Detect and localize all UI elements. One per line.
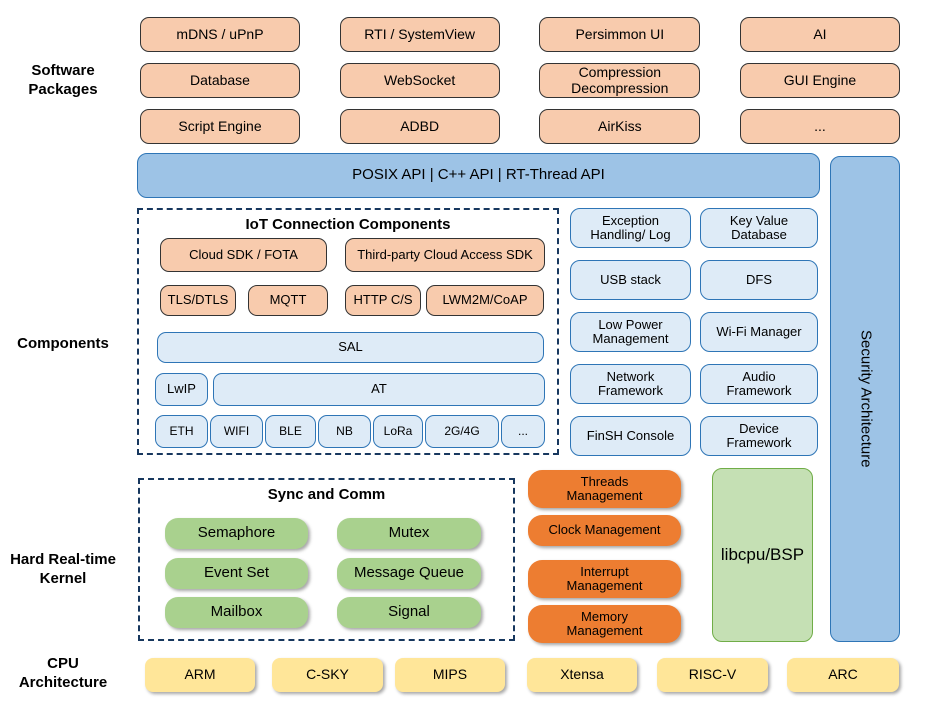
component-device-framework: Device Framework [700, 416, 818, 456]
package-box: ADBD [339, 109, 500, 144]
api-bar: POSIX API | C++ API | RT-Thread API [137, 153, 820, 198]
package-box: GUI Engine [739, 63, 900, 98]
package-box: Database [140, 63, 300, 98]
component-network-framework: Network Framework [570, 364, 691, 404]
cpu-mips-box: MIPS [395, 658, 505, 692]
iot-connection-components-box: IoT Connection Components Cloud SDK / FO… [137, 208, 559, 455]
sync-and-comm-box: Sync and Comm Semaphore Mutex Event Set … [138, 478, 515, 641]
lwip-box: LwIP [155, 373, 208, 406]
cpu-xtensa-box: Xtensa [527, 658, 637, 692]
link-eth-box: ETH [155, 415, 208, 448]
cpu-arm-box: ARM [145, 658, 255, 692]
mailbox-box: Mailbox [165, 597, 308, 628]
package-box: Persimmon UI [539, 17, 701, 52]
lwm2m-coap-box: LWM2M/CoAP [426, 285, 544, 316]
interrupt-management-box: Interrupt Management [528, 560, 681, 598]
security-architecture-column: Security Architecture [830, 156, 900, 642]
link-lora-box: LoRa [373, 415, 423, 448]
signal-box: Signal [337, 597, 481, 628]
clock-management-box: Clock Management [528, 515, 681, 546]
package-box: Script Engine [140, 109, 300, 144]
cpu-riscv-box: RISC-V [657, 658, 768, 692]
component-exception-handling: Exception Handling/ Log [570, 208, 691, 248]
component-key-value-database: Key Value Database [700, 208, 818, 248]
semaphore-box: Semaphore [165, 518, 308, 549]
package-box: AI [739, 17, 900, 52]
label-components: Components [17, 335, 109, 352]
at-box: AT [213, 373, 545, 406]
label-software-packages: Software Packages [28, 62, 98, 98]
cpu-arc-box: ARC [787, 658, 899, 692]
mutex-box: Mutex [337, 518, 481, 549]
cpu-csky-box: C-SKY [272, 658, 383, 692]
tls-dtls-box: TLS/DTLS [160, 285, 236, 316]
package-box: WebSocket [339, 63, 500, 98]
link-wifi-box: WIFI [210, 415, 263, 448]
component-usb-stack: USB stack [570, 260, 691, 300]
components-section: Exception Handling/ Log Key Value Databa… [570, 208, 818, 456]
link-2g4g-box: 2G/4G [425, 415, 499, 448]
package-box: AirKiss [539, 109, 701, 144]
software-packages-section: mDNS / uPnP RTI / SystemView Persimmon U… [140, 17, 900, 144]
component-audio-framework: Audio Framework [700, 364, 818, 404]
link-nb-box: NB [318, 415, 371, 448]
component-finsh-console: FinSH Console [570, 416, 691, 456]
http-cs-box: HTTP C/S [345, 285, 421, 316]
event-set-box: Event Set [165, 558, 308, 589]
component-low-power: Low Power Management [570, 312, 691, 352]
sal-box: SAL [157, 332, 544, 363]
iot-box-title: IoT Connection Components [245, 216, 451, 233]
link-more-box: ... [501, 415, 545, 448]
link-ble-box: BLE [265, 415, 316, 448]
third-party-cloud-box: Third-party Cloud Access SDK [345, 238, 545, 272]
sync-box-title: Sync and Comm [267, 486, 386, 503]
package-box: mDNS / uPnP [140, 17, 300, 52]
component-wifi-manager: Wi-Fi Manager [700, 312, 818, 352]
mqtt-box: MQTT [248, 285, 328, 316]
message-queue-box: Message Queue [337, 558, 481, 589]
label-cpu-architecture: CPU Architecture [18, 655, 108, 691]
package-box: ... [739, 109, 900, 144]
cloud-sdk-box: Cloud SDK / FOTA [160, 238, 327, 272]
component-dfs: DFS [700, 260, 818, 300]
libcpu-bsp-box: libcpu/BSP [712, 468, 813, 642]
label-kernel: Hard Real-time Kernel [10, 551, 116, 587]
threads-management-box: Threads Management [528, 470, 681, 508]
package-box: RTI / SystemView [339, 17, 500, 52]
memory-management-box: Memory Management [528, 605, 681, 643]
package-box: Compression Decompression [539, 63, 701, 98]
